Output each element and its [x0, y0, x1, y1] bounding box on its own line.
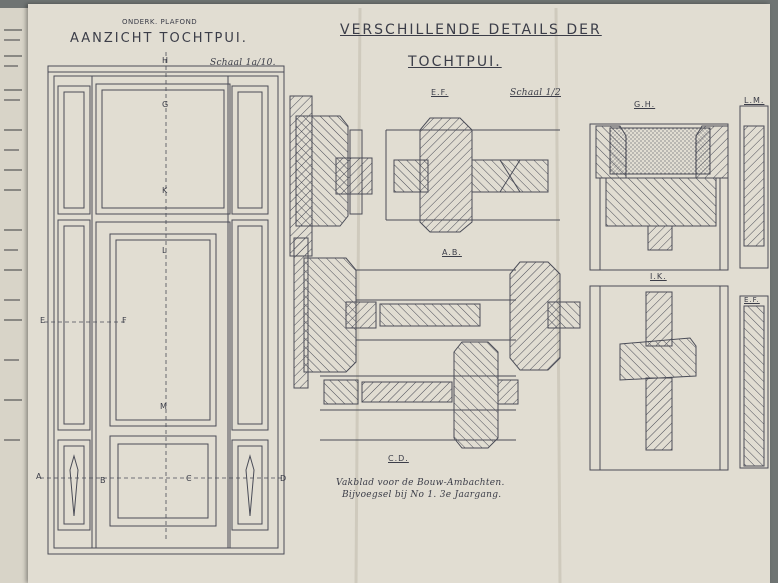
detail-scale: Schaal 1/2	[510, 88, 561, 98]
letter-l: L	[162, 246, 167, 255]
label-lm: L.M.	[744, 96, 765, 105]
door-elevation	[47, 65, 285, 555]
letter-h: H	[162, 56, 169, 65]
letter-a: A	[36, 472, 42, 481]
footer-line2: Bijvoegsel bij No 1. 3e Jaargang.	[342, 490, 502, 500]
label-ik: I.K.	[650, 272, 667, 281]
letter-c: C	[186, 474, 192, 483]
letter-k: K	[162, 186, 168, 195]
section-lines	[40, 52, 284, 540]
footer-line1: Vakblad voor de Bouw-Ambachten.	[336, 478, 505, 488]
elevation-scale: Schaal 1a/10.	[210, 58, 276, 68]
section-cd	[320, 341, 519, 449]
page-title: VERSCHILLENDE DETAILS DER	[340, 22, 602, 38]
letter-g: G	[162, 100, 169, 109]
label-ef-small: E.F.	[744, 296, 760, 304]
section-ik	[589, 285, 729, 471]
label-cd: C.D.	[388, 454, 409, 463]
label-ef: E.F.	[431, 88, 449, 97]
header-label: ONDERK. PLAFOND	[122, 18, 198, 26]
section-ef	[289, 95, 560, 257]
elevation-title: AANZICHT TOCHTPUI.	[70, 31, 248, 46]
letter-f: F	[122, 316, 127, 325]
book-text-lines	[4, 29, 22, 441]
letter-m: M	[160, 402, 167, 411]
fold-crease	[354, 7, 362, 583]
label-gh: G.H.	[634, 100, 656, 109]
label-ab: A.B.	[442, 248, 462, 257]
page-subtitle: TOCHTPUI.	[408, 54, 502, 70]
section-gh	[589, 123, 729, 271]
letter-e: E	[40, 316, 46, 325]
section-ab	[293, 237, 581, 389]
letter-b: B	[100, 476, 106, 485]
section-lm	[739, 105, 769, 469]
letter-d: D	[280, 474, 287, 483]
